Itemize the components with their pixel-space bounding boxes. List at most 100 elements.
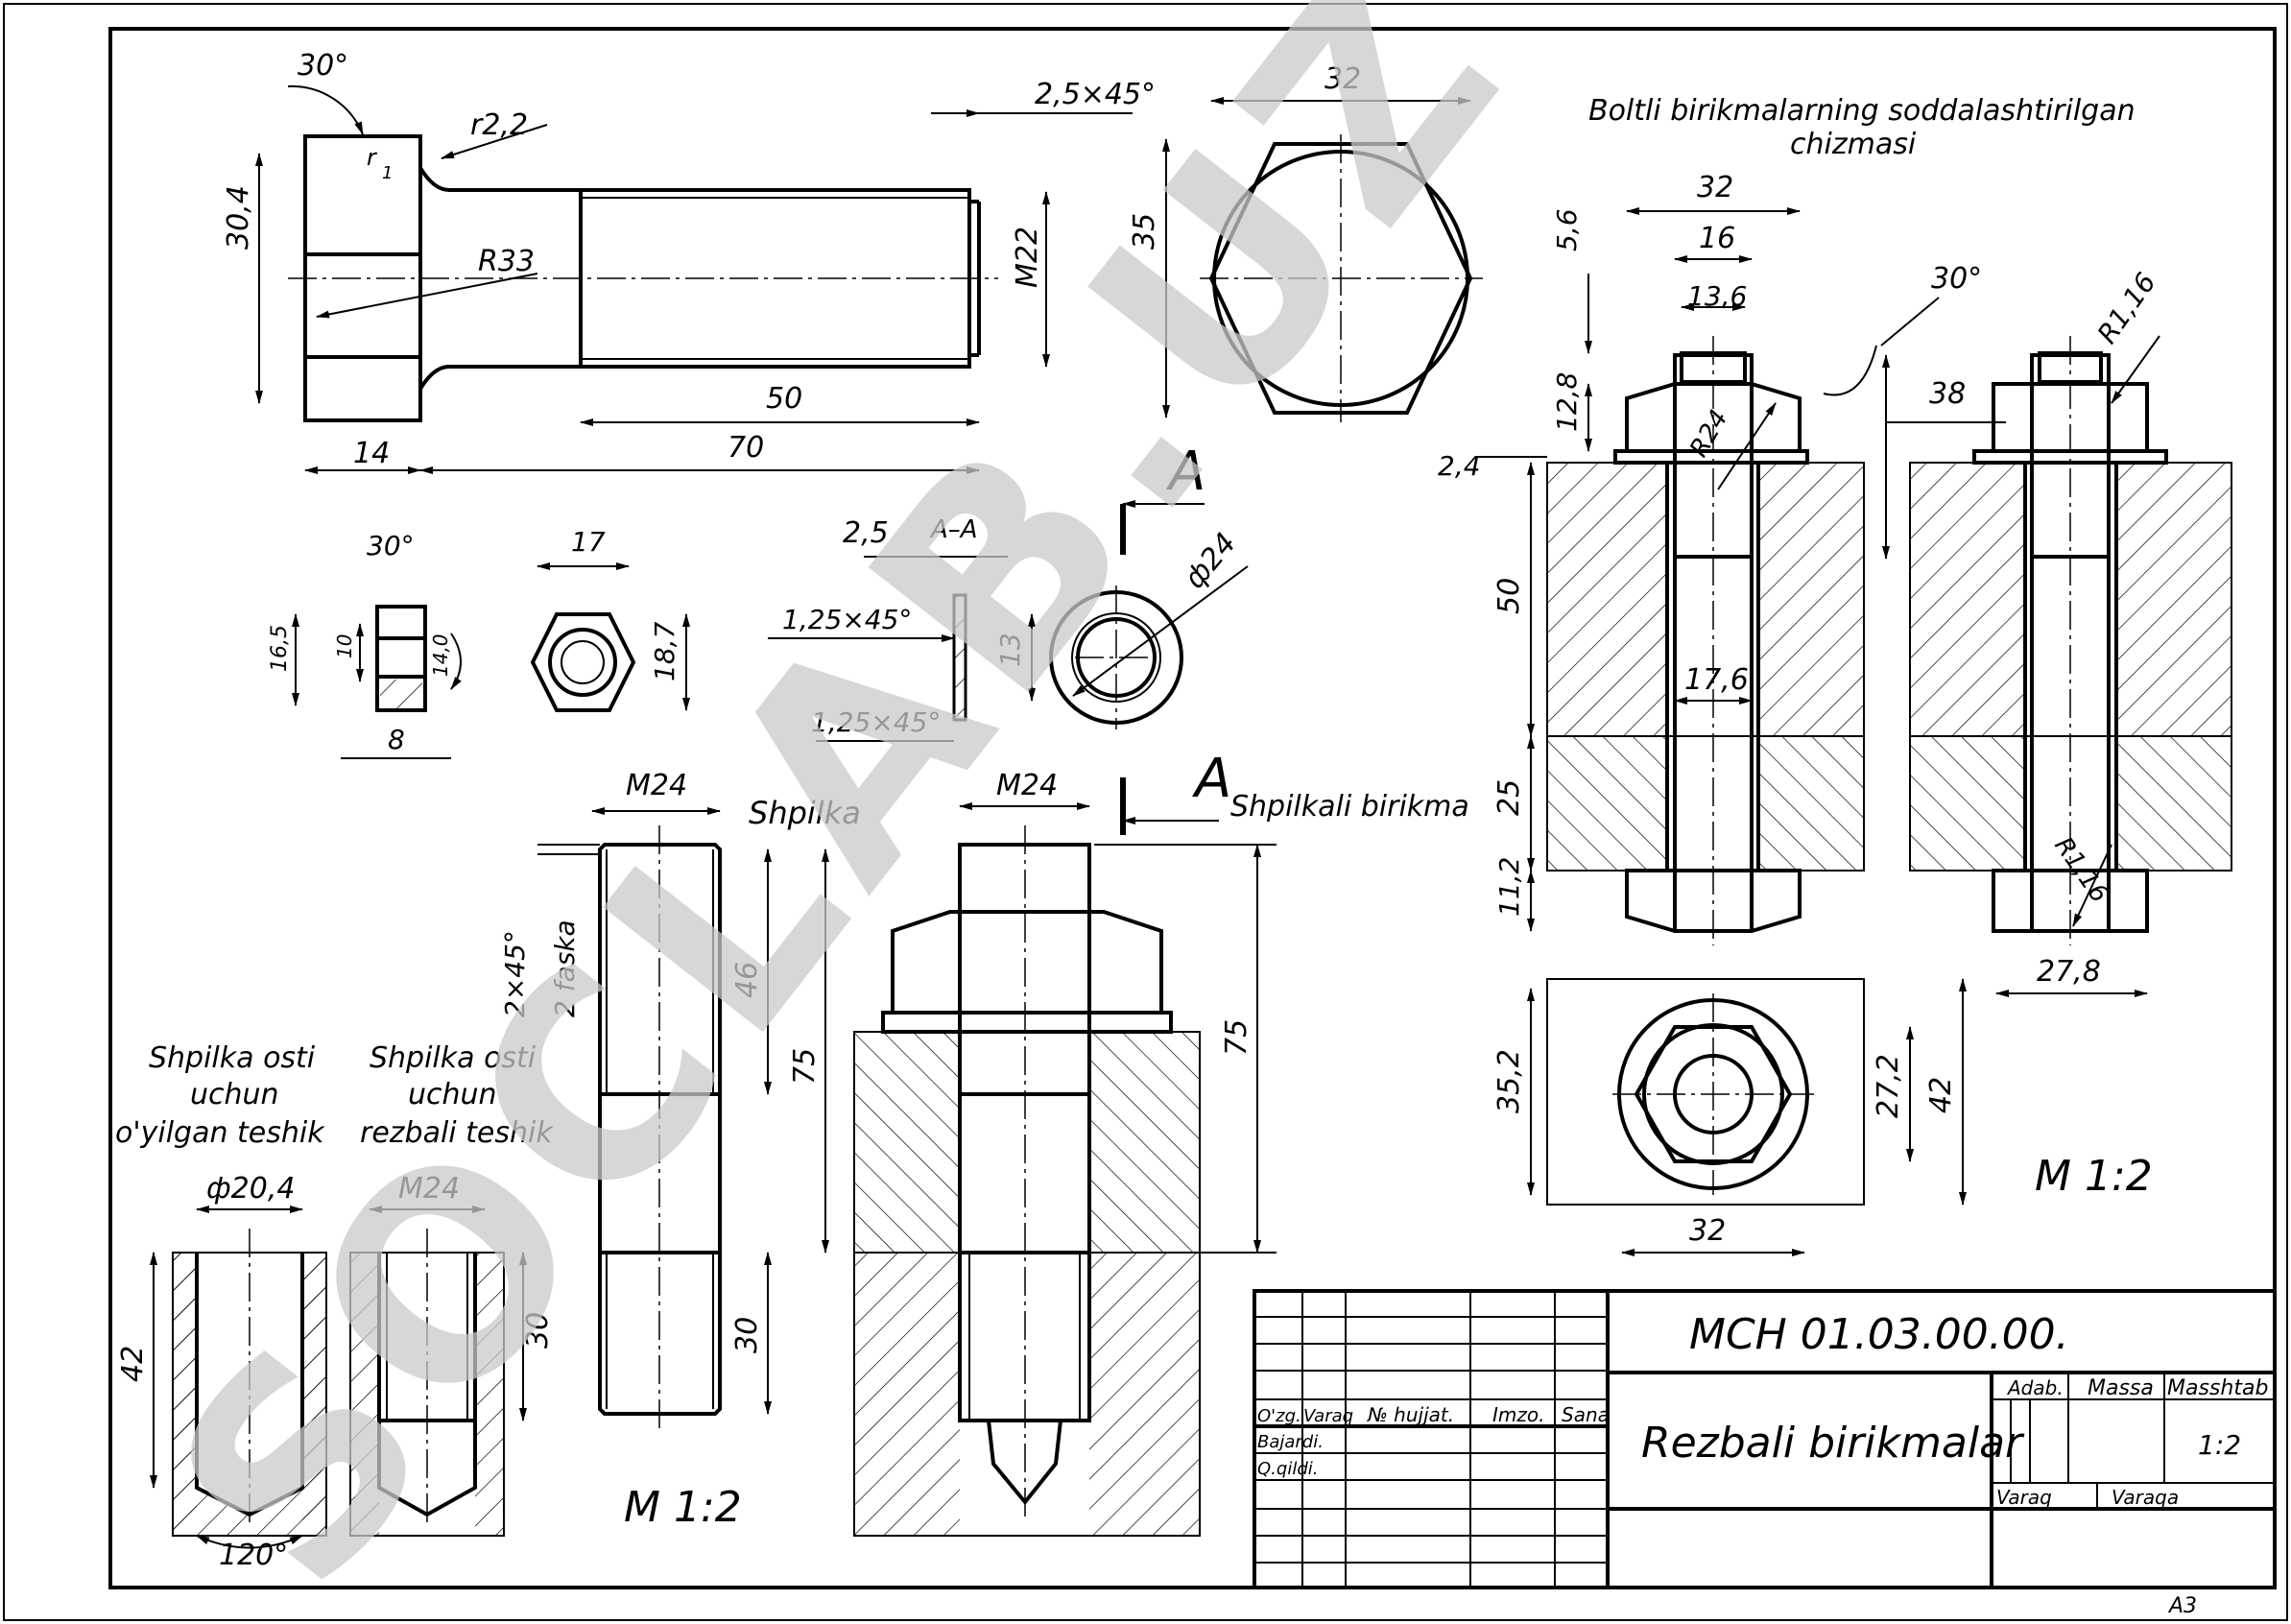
stud-dim-nut-end: 46 (730, 962, 764, 998)
threaded-hole-section (349, 1206, 527, 1537)
tb-scale-value: 1:2 (2198, 1429, 2241, 1461)
title-block-name: Rezbali birikmalar (1641, 1419, 2025, 1468)
bolt-dim-radius: R33 (478, 245, 535, 278)
drilled-dim-angle: 120° (219, 1539, 288, 1572)
tb-row-made: Bajardi. (1257, 1432, 1324, 1452)
stud-dim-thread: M24 (626, 769, 687, 802)
bolt-dim-angle: 30° (298, 49, 348, 83)
drilled-label-1: Shpilka osti (149, 1041, 316, 1075)
simple-dim-length: 38 (1929, 377, 1966, 411)
stud-view (537, 807, 829, 1430)
tb-sheets: Varaqa (2112, 1486, 2179, 1509)
joint-dim-overhang: 5,6 (1551, 208, 1583, 251)
top-dim-height: 35,2 (1492, 1049, 1526, 1113)
bolt-dim-head-height: 30,4 (222, 185, 255, 250)
top-view-scale: M 1:2 (2035, 1152, 2153, 1201)
tb-mass: Massa (2088, 1376, 2154, 1400)
drilled-label-2: uchun (190, 1078, 279, 1111)
washer-section-label: A–A (929, 515, 978, 544)
top-dim-plate: 42 (1924, 1077, 1958, 1113)
threaded-dim-depth: 30 (521, 1312, 555, 1349)
joint-dim-chamfer: 13,6 (1687, 280, 1747, 312)
nut-end-view (530, 562, 690, 712)
holes-scale: M 1:2 (624, 1483, 742, 1532)
head-dim-height: 35 (1128, 213, 1161, 250)
bolt-side-view (255, 84, 1133, 474)
sheet-format: A3 (2167, 1594, 2197, 1618)
tb-literal: Adab. (2006, 1376, 2064, 1399)
joint-dim-washer-thickness: 2,4 (1438, 450, 1481, 482)
nut-side-view (292, 605, 462, 759)
bolt-dim-thread: M22 (1011, 227, 1044, 288)
bolted-joint-top-view (1527, 978, 1967, 1256)
bolted-joint-section (1478, 207, 1940, 945)
washer-dim-thickness: 2,5 (843, 516, 889, 550)
nut-dim-width: 8 (388, 724, 405, 755)
nut-dim-height: 16,5 (268, 625, 292, 672)
sheet-title-line2: chizmasi (1790, 128, 1917, 161)
drilled-hole-section (150, 1206, 327, 1549)
head-dim-width: 32 (1324, 62, 1361, 96)
stud-label: Shpilka (749, 795, 861, 831)
washer-dim-bore: 13 (994, 633, 1026, 667)
joint-dim-plate-bottom: 25 (1492, 779, 1526, 816)
tb-col-change: O'zg. (1257, 1406, 1301, 1426)
threaded-label-1: Shpilka osti (370, 1041, 537, 1075)
joint-dim-head: 11,2 (1493, 857, 1525, 917)
tb-scale-header: Masshtab (2167, 1376, 2268, 1400)
section-marker-top: A (1166, 441, 1205, 503)
drilled-label-3: o'yilgan teshik (115, 1116, 325, 1150)
washer-dim-chamfer-bottom: 1,25×45° (811, 706, 941, 738)
joint-dim-nut: 16 (1699, 222, 1735, 255)
top-dim-width: 32 (1689, 1214, 1726, 1248)
stud-dim-chamfer: 2×45° (499, 930, 531, 1017)
threaded-dim-thread: M24 (398, 1172, 460, 1206)
threaded-label-3: rezbali teshik (360, 1116, 554, 1150)
joint-dim-washer: 32 (1697, 171, 1733, 204)
title-block-code: MCH 01.03.00.00. (1689, 1310, 2069, 1359)
bolt-dim-length: 70 (728, 431, 764, 465)
stud-dim-screw-end: 30 (730, 1317, 764, 1353)
stud-joint-label: Shpilkali birikma (1230, 790, 1469, 824)
bolt-head-end-view (1162, 97, 1483, 422)
nut-dim-angle: 30° (367, 530, 415, 561)
stud-joint-section (853, 802, 1277, 1537)
joint-dim-hole: 17,6 (1684, 663, 1749, 697)
nut-end-dim-height: 18,7 (649, 621, 680, 681)
washer-section (768, 500, 1249, 835)
section-marker-bottom: A (1192, 748, 1231, 810)
drilled-dim-diameter: ф20,4 (206, 1172, 295, 1206)
drilled-dim-depth: 42 (116, 1346, 150, 1382)
nut-dim-across: 14,0 (429, 633, 452, 677)
sheet-title: Boltli birikmalarning soddalashtirilgan (1588, 94, 2136, 128)
bolt-dim-thread-length: 50 (766, 382, 802, 416)
nut-end-dim-width: 17 (571, 526, 606, 558)
simple-dim-radius-top: R1,16 (2091, 267, 2162, 349)
tb-col-sign: Imzo. (1492, 1403, 1544, 1426)
title-block (1253, 1289, 2277, 1589)
bolt-dim-r: r (367, 144, 378, 171)
joint-dim-plate-top: 50 (1492, 578, 1526, 614)
washer-dim-chamfer-top: 1,25×45° (782, 604, 912, 635)
stud-joint-dim-length: 75 (1220, 1019, 1253, 1056)
joint-dim-angle: 30° (1931, 262, 1982, 296)
stud-dim-chamfer-note: 2 faska (549, 919, 581, 1017)
tb-col-sheet: Varaq (1303, 1406, 1353, 1426)
bolt-dim-head-width: 14 (353, 437, 390, 470)
tb-row-checked: Q.qildi. (1257, 1459, 1318, 1479)
threaded-label-2: uchun (408, 1078, 497, 1111)
sheet-border (3, 3, 2288, 1621)
tb-sheet: Varaq (1996, 1486, 2052, 1509)
bolt-dim-fillet: r2,2 (470, 108, 528, 142)
simple-dim-head-width: 27,8 (2037, 955, 2101, 989)
stud-dim-length: 75 (788, 1048, 822, 1085)
tb-col-date: Sana (1562, 1403, 1610, 1426)
bolt-dim-r-sub: 1 (382, 163, 393, 183)
top-dim-nut: 27,2 (1872, 1054, 1905, 1118)
stud-joint-dim-thread: M24 (996, 769, 1058, 802)
nut-dim-thread: 10 (333, 634, 356, 658)
simplified-bolted-joint (1882, 335, 2232, 997)
tb-col-doc: № hujjat. (1367, 1403, 1454, 1426)
drawing-frame (108, 27, 2277, 1589)
